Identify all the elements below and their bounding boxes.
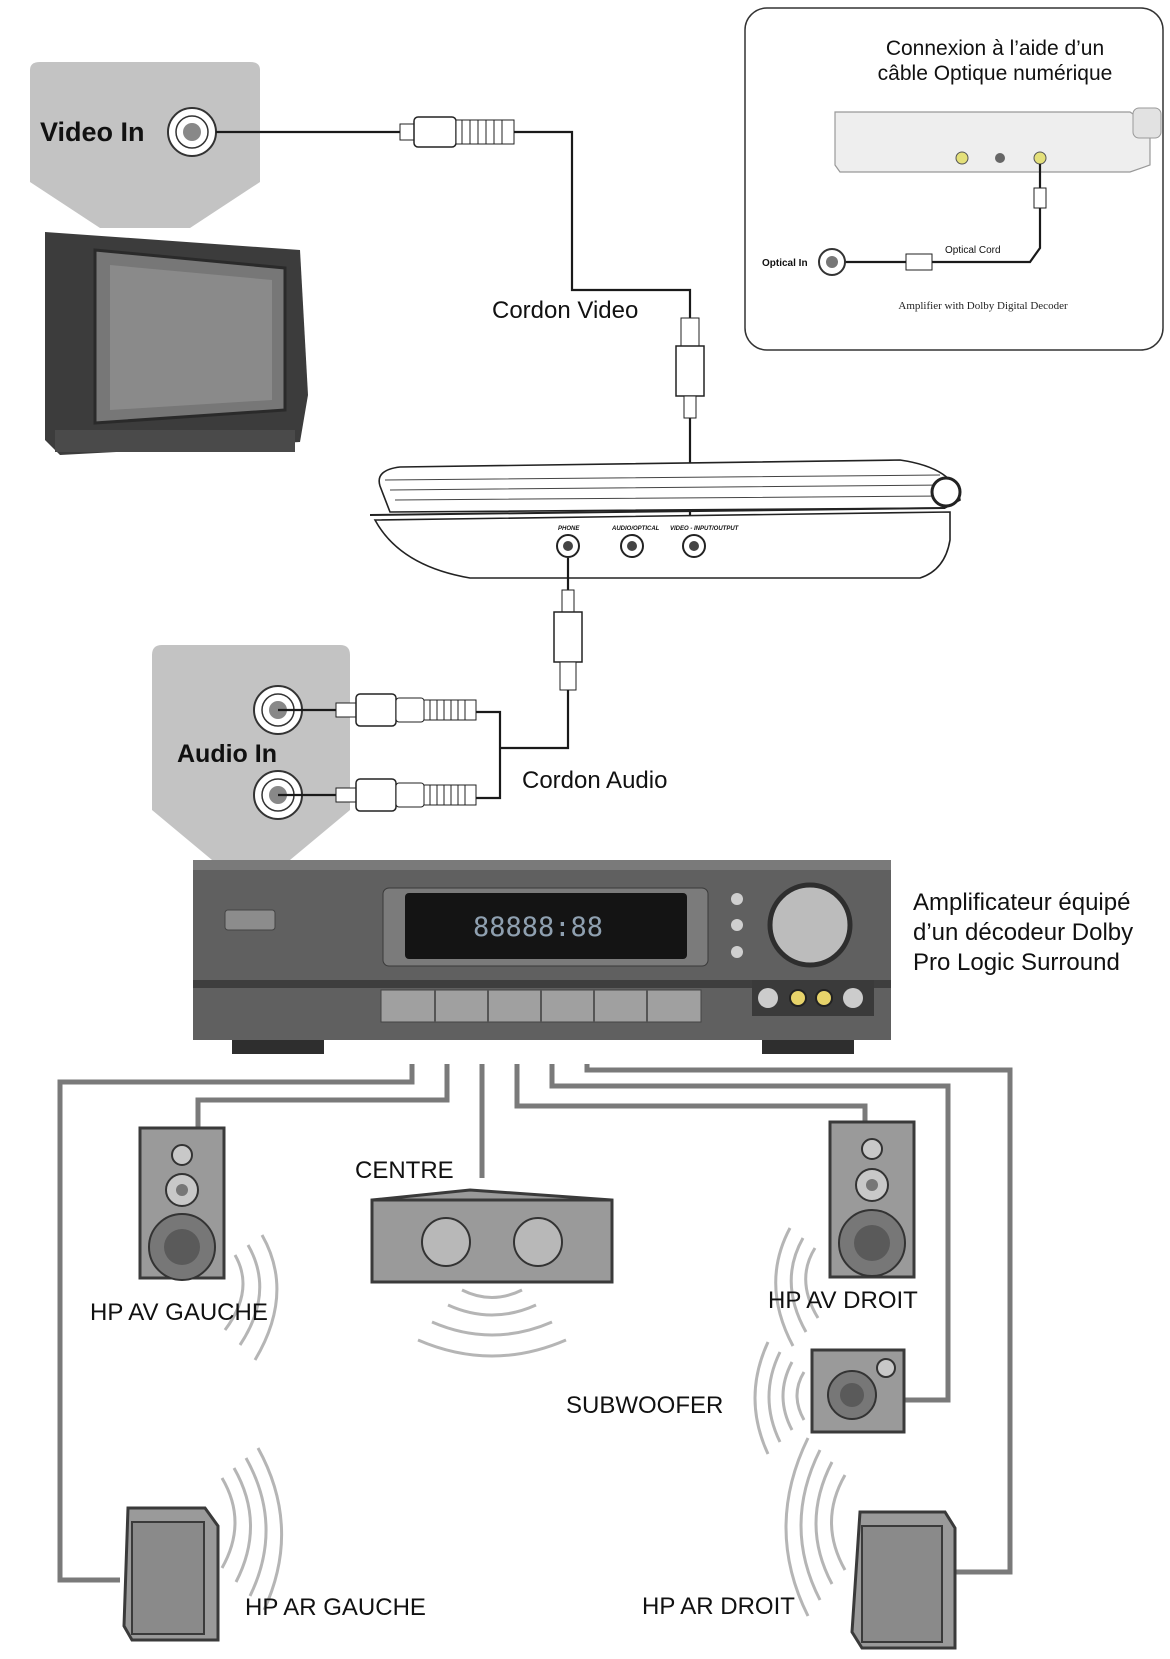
audio-optical-label: AUDIO/OPTICAL	[611, 526, 660, 532]
amp-label-line3: Pro Logic Surround	[913, 949, 1120, 976]
subwoofer-speaker	[753, 1341, 906, 1455]
centre-speaker	[370, 1188, 614, 1358]
video-io-label: VIDEO - INPUT/OUTPUT	[670, 526, 740, 532]
cordon-audio-label: Cordon Audio	[522, 767, 667, 794]
audio-mini-plug	[553, 589, 583, 691]
audio-in-label: Audio In	[177, 740, 277, 768]
audio-in-panel: Audio In	[152, 645, 350, 860]
portable-player-icon: PHONE AUDIO/OPTICAL VIDEO - INPUT/OUTPUT	[369, 459, 962, 579]
video-mini-plug	[675, 317, 705, 419]
optical-in-label: Optical In	[762, 258, 808, 269]
centre-label: CENTRE	[355, 1157, 454, 1184]
amp-display: 88888:88	[473, 912, 603, 943]
speaker-wires	[57, 1064, 1013, 1583]
video-rca-plug	[399, 116, 515, 148]
hp-av-droit-label: HP AV DROIT	[768, 1287, 918, 1314]
front-right-speaker	[774, 1120, 916, 1347]
amp-label-line2: d’un décodeur Dolby	[913, 919, 1133, 946]
inset-player-icon	[834, 107, 1162, 173]
audio-rca-plug-left	[278, 693, 477, 727]
front-left-speaker	[138, 1126, 279, 1361]
inset-caption: Amplifier with Dolby Digital Decoder	[898, 300, 1068, 312]
amp-label-line1: Amplificateur équipé	[913, 889, 1130, 916]
audio-cable	[500, 690, 570, 750]
subwoofer-label: SUBWOOFER	[566, 1392, 723, 1419]
audio-rca-plug-right	[278, 778, 477, 812]
hp-av-gauche-label: HP AV GAUCHE	[90, 1299, 268, 1326]
inset-title-line1: Connexion à l’aide d’un	[886, 37, 1104, 60]
cordon-video-label: Cordon Video	[492, 297, 638, 324]
video-in-label: Video In	[40, 117, 145, 147]
rear-right-speaker	[784, 1437, 957, 1650]
phone-label: PHONE	[558, 526, 580, 532]
hp-ar-gauche-label: HP AR GAUCHE	[245, 1594, 426, 1621]
hp-ar-droit-label: HP AR DROIT	[642, 1593, 795, 1620]
amplifier-icon: 88888:88	[193, 860, 891, 1054]
video-in-panel: Video In	[30, 62, 260, 228]
optical-inset: Connexion à l’aide d’un câble Optique nu…	[744, 7, 1164, 351]
inset-title-line2: câble Optique numérique	[878, 62, 1113, 85]
volume-knob	[767, 882, 853, 968]
rear-left-speaker	[122, 1447, 284, 1642]
tv-icon	[45, 232, 308, 455]
optical-cord-label: Optical Cord	[945, 245, 1001, 256]
